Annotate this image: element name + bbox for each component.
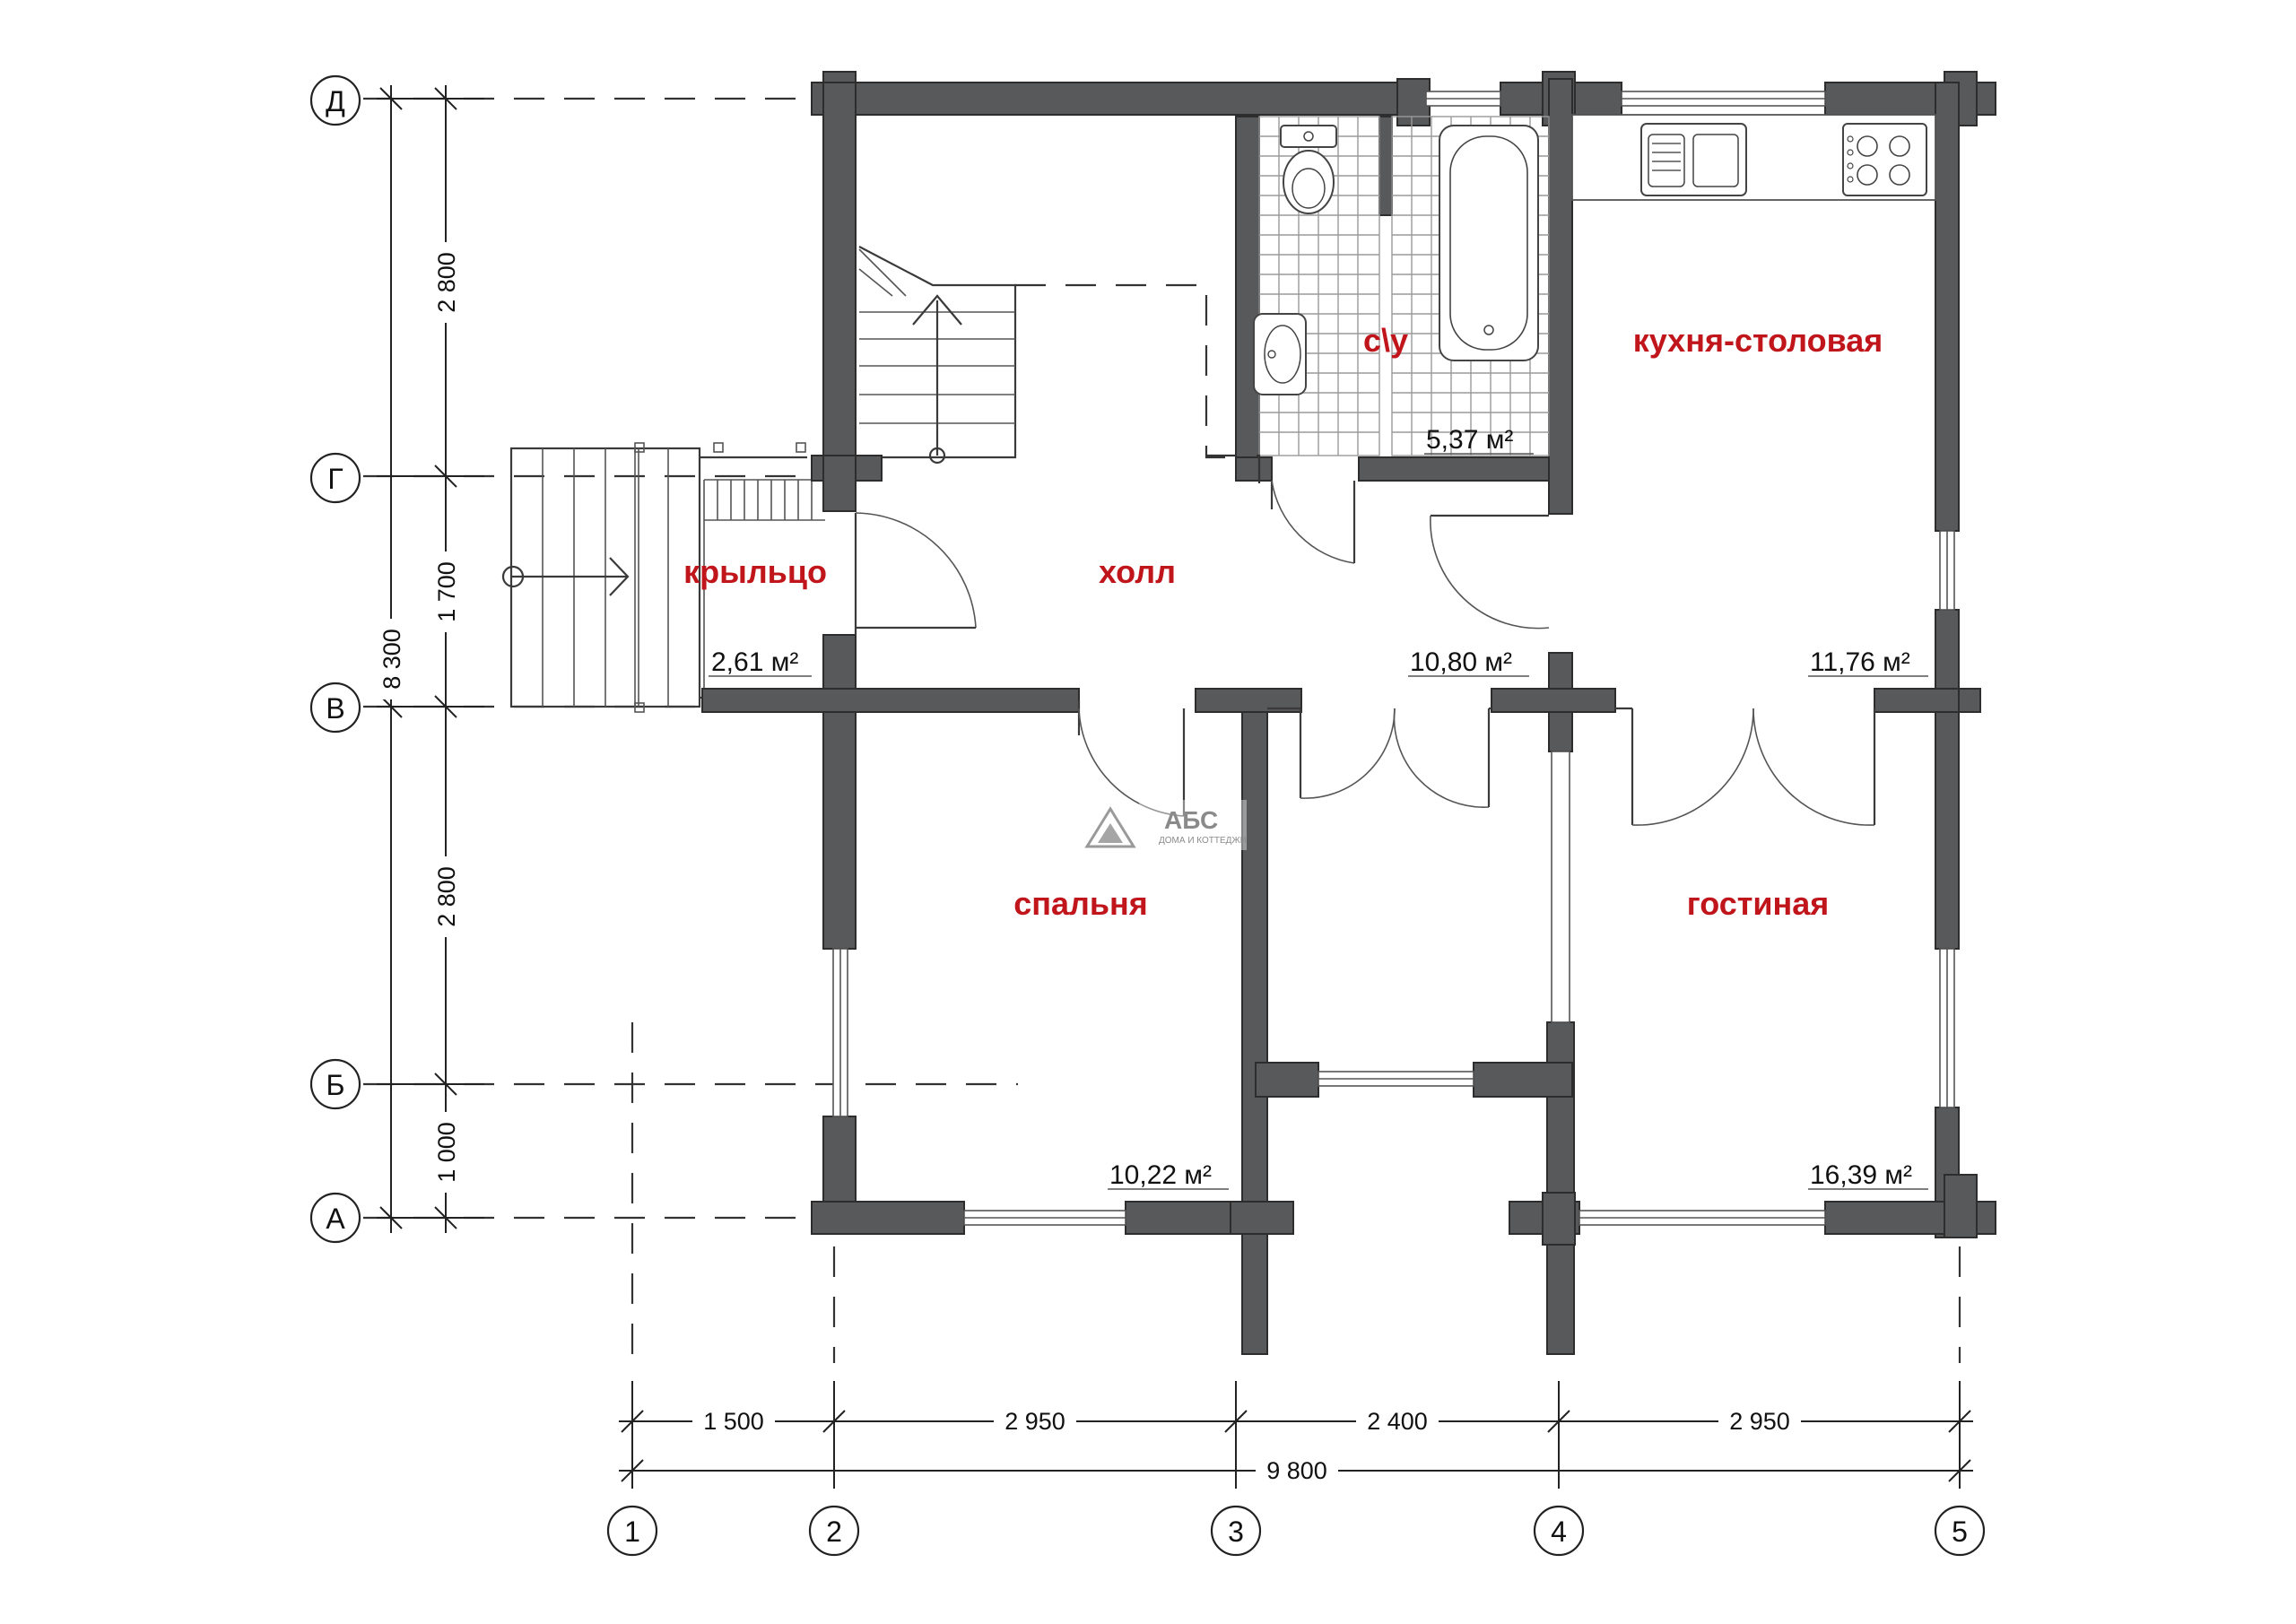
company-logo: АБС ДОМА И КОТТЕДЖИ [1084,800,1247,850]
porch-stairs [501,442,825,713]
dim-left-total: 8 300 [378,629,405,690]
label-kitchen: кухня-столовая [1633,322,1883,359]
axis-col-5: 5 [1952,1515,1968,1548]
label-porch: крыльцо [683,553,827,590]
dim-bottom-total: 9 800 [1266,1457,1327,1484]
area-living: 16,39 м² [1810,1160,1912,1190]
axis-col-1: 1 [624,1515,640,1548]
dim-left-1: 2 800 [433,252,460,313]
bathroom-fixtures [1206,116,1550,489]
kitchen-counter [1571,114,1936,201]
doors [854,480,1876,826]
axis-row-v: В [326,692,344,725]
dim-bottom-1: 1 500 [703,1408,764,1435]
row-axis-markers: Д Г В Б А [309,74,361,1244]
bottom-dimensions: 1 500 2 950 2 400 2 950 9 800 [619,1381,1973,1489]
area-bathroom: 5,37 м² [1426,425,1513,455]
axis-col-2: 2 [826,1515,842,1548]
label-living: гостиная [1687,885,1830,922]
col-axis-markers: 1 2 3 4 5 [606,1505,1986,1557]
dim-bottom-2: 2 950 [1004,1408,1065,1435]
left-dimensions: 2 800 1 700 2 800 1 000 8 300 [377,85,484,1233]
dim-left-4: 1 000 [433,1122,460,1183]
logo-name: АБС [1164,806,1218,834]
room-labels: с\у кухня-столовая крыльцо холл спальня … [683,322,1883,922]
axis-col-3: 3 [1228,1515,1244,1548]
area-hall: 10,80 м² [1410,647,1512,677]
interior-stairs [858,246,1233,465]
walls [701,71,1996,1355]
area-labels: 5,37 м² 2,61 м² 10,80 м² 11,76 м² 10,22 … [709,425,1928,1190]
logo-tagline: ДОМА И КОТТЕДЖИ [1159,836,1247,846]
axis-row-b: Б [326,1069,345,1101]
area-porch: 2,61 м² [711,647,798,677]
label-bedroom: спальня [1013,885,1148,922]
axis-row-d: Д [326,85,345,117]
label-bathroom: с\у [1363,322,1408,359]
dim-bottom-3: 2 400 [1367,1408,1428,1435]
axis-row-a: А [326,1203,345,1235]
axis-col-4: 4 [1551,1515,1567,1548]
label-hall: холл [1099,553,1176,590]
dim-left-2: 1 700 [433,561,460,622]
windows [832,91,1955,1226]
dim-left-3: 2 800 [433,866,460,927]
dim-bottom-4: 2 950 [1729,1408,1790,1435]
area-kitchen: 11,76 м² [1810,647,1910,677]
axis-row-g: Г [327,463,343,495]
area-bedroom: 10,22 м² [1109,1160,1212,1190]
